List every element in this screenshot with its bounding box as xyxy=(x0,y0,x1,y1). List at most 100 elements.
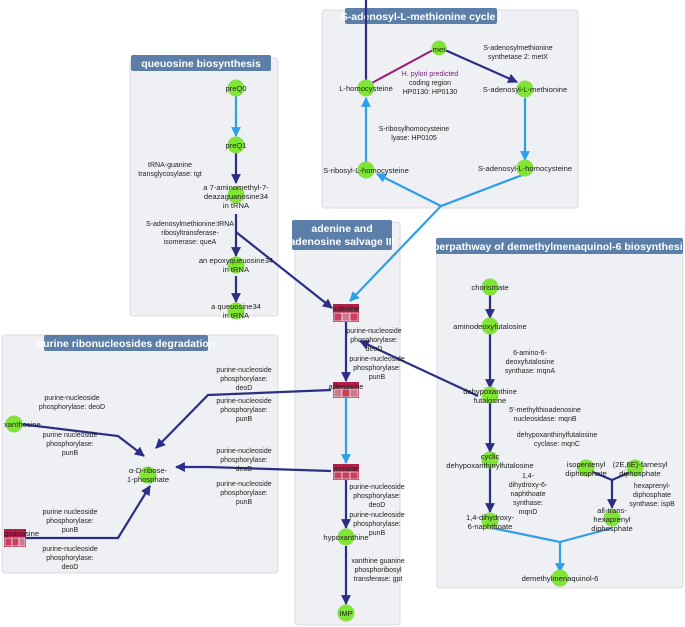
enzyme-hp0130-1: H. pylori predicted xyxy=(402,71,459,78)
node-met[interactable] xyxy=(431,40,447,56)
enzyme-g-punb-1: purine nucleoside xyxy=(43,509,98,516)
label-inosine: inosine xyxy=(334,464,358,473)
enzyme-quea-1: S-adenosylmethionine:tRNA xyxy=(146,221,234,228)
label-dmq: demethylmenaquinol-6 xyxy=(522,574,599,583)
enzyme-mqnd-4: synthase: xyxy=(513,500,543,507)
node-epoxyqueuosine[interactable] xyxy=(227,256,245,274)
enzyme-punb-a-2: phosphorylase: xyxy=(353,365,401,372)
enzyme-i-deod-3: deoD xyxy=(236,466,253,473)
panel-title-queuosine: queuosine biosynthesis xyxy=(141,58,261,70)
node-adenosine[interactable] xyxy=(333,382,359,398)
panel-title-adenine-2: adenosine salvage III xyxy=(289,236,394,248)
label-aminomethyl-2: deazaguanosine34 xyxy=(204,192,268,201)
enzyme-deod-a-1: purine-nucleoside xyxy=(346,328,401,335)
edge-dehypo-adenine xyxy=(359,340,479,397)
node-demethylmenaquinol[interactable] xyxy=(551,569,569,587)
node-queuosine[interactable] xyxy=(227,302,245,320)
node-cyclic-dehypo[interactable] xyxy=(481,451,499,469)
node-dehypoxanthine-futalosine[interactable] xyxy=(481,386,499,404)
node-inosine[interactable] xyxy=(333,464,359,480)
node-chorismate[interactable] xyxy=(481,278,499,296)
enzyme-metx-2: synthetase 2: metX xyxy=(488,54,548,61)
enzyme-i-deod-2: phosphorylase: xyxy=(220,457,268,464)
label-fpp-1: (2E,6E)-farnesyl xyxy=(613,460,668,469)
label-dhn-2: 6-naphthoate xyxy=(468,522,513,531)
enzyme-metx-1: S-adenosylmethionine xyxy=(483,45,552,52)
edge-hpp-dmq xyxy=(559,526,613,544)
enzyme-g-deod-2: phosphorylase: xyxy=(46,555,94,562)
enzyme-r-deod-1: purine-nucleoside xyxy=(216,367,271,374)
panel-sam-cycle: S-adenosyl-L-methionine cycle I xyxy=(321,8,579,209)
node-xanthosine[interactable] xyxy=(5,415,23,433)
enzyme-r-punb-2: phosphorylase: xyxy=(220,407,268,414)
enzyme-gpt-3: transferase: gpt xyxy=(354,576,403,583)
enzyme-g-deod-1: purine-nucleoside xyxy=(42,546,97,553)
panel-title-demethyl: superpathway of demethylmenaquinol-6 bio… xyxy=(421,241,685,253)
edge-quea-adenine xyxy=(235,231,333,309)
label-adenosine: adenosine xyxy=(328,382,363,391)
enzyme-deod-a-3: deoD xyxy=(366,346,383,353)
node-hypoxanthine[interactable] xyxy=(337,528,355,546)
label-dhn-1: 1,4-dihydroxy- xyxy=(466,513,515,522)
enzyme-quea-3: isomerase: queA xyxy=(164,239,217,246)
edge-xanthosine-ribose1p xyxy=(19,422,145,457)
enzyme-deod-b-1: purine-nucleoside xyxy=(349,484,404,491)
node-imp[interactable] xyxy=(337,604,355,622)
node-l-homocysteine[interactable] xyxy=(357,79,375,97)
label-queuosine-2: in tRNA xyxy=(223,311,250,320)
enzyme-mqnb-2: nucleosidase: mqnB xyxy=(513,416,576,423)
enzyme-tgt-1: tRNA-guanine xyxy=(148,162,192,169)
enzyme-mqna-2: deoxyfutalosine xyxy=(506,359,555,366)
node-sah[interactable] xyxy=(516,159,534,177)
node-fpp[interactable] xyxy=(626,459,644,477)
label-hpp-2: hexaprenyl xyxy=(593,515,630,524)
label-adenine: adenine xyxy=(332,304,359,313)
enzyme-hp0130-3: HP0130: HP0130 xyxy=(403,89,458,96)
label-l-homocysteine: L-homocysteine xyxy=(339,84,393,93)
enzyme-gpt-2: phosphoribosyl xyxy=(354,567,402,574)
label-ipp-1: isopentenyl xyxy=(567,460,606,469)
enzyme-i-punb-2: phosphorylase: xyxy=(220,490,268,497)
node-s-ribosyl[interactable] xyxy=(357,161,375,179)
node-aminodeoxyfutalosine[interactable] xyxy=(481,317,499,335)
edge-adenosine-ribose1p xyxy=(155,388,332,449)
edge-sah-adenine xyxy=(349,205,442,302)
node-adenine[interactable] xyxy=(333,304,359,322)
label-hpp-1: all-trans- xyxy=(597,506,627,515)
enzyme-g-punb-3: punB xyxy=(62,527,79,534)
label-preq1: preQ1 xyxy=(225,141,246,150)
enzyme-punb-b-1: purine-nucleoside xyxy=(349,512,404,519)
label-sam: S-adenosyl-L-methionine xyxy=(483,85,567,94)
node-dhn[interactable] xyxy=(481,512,499,530)
label-imp: IMP xyxy=(339,609,353,618)
enzyme-mqnc-2: cyclase: mqnC xyxy=(534,441,580,448)
edge-inosine-ribose1p xyxy=(175,462,332,473)
node-aminomethyl[interactable] xyxy=(227,186,245,204)
node-ribose-1-phosphate[interactable] xyxy=(139,466,157,484)
node-preq0[interactable] xyxy=(227,79,245,97)
node-guanosine[interactable] xyxy=(4,529,26,547)
label-epoxy-2: in tRNA xyxy=(223,265,250,274)
panel-adenine-salvage: adenine and adenosine salvage III xyxy=(289,220,401,626)
node-sam[interactable] xyxy=(516,80,534,98)
panel-title-sam: S-adenosyl-L-methionine cycle I xyxy=(341,11,502,23)
node-hexaprenyl[interactable] xyxy=(603,509,621,527)
panel-queuosine: queuosine biosynthesis xyxy=(129,55,279,317)
label-ribose1p-2: 1-phosphate xyxy=(127,475,169,484)
enzyme-x-punb-3: punB xyxy=(62,450,79,457)
label-dehypo-2: futalosine xyxy=(474,396,507,405)
enzyme-punb-a-1: purine-nucleoside xyxy=(349,356,404,363)
label-xanthosine: xanthosine xyxy=(4,420,41,429)
enzyme-x-deod-1: purine-nucleoside xyxy=(44,395,99,402)
enzyme-r-punb-1: purine-nucleoside xyxy=(216,398,271,405)
label-preq0: preQ0 xyxy=(225,84,246,93)
panel-title-purine: purine ribonucleosides degradation xyxy=(37,338,216,350)
enzyme-quea-2: ribosyltransferase- xyxy=(161,230,219,237)
node-ipp[interactable] xyxy=(577,459,595,477)
node-preq1[interactable] xyxy=(227,136,245,154)
enzyme-mqnd-3: naphthoate xyxy=(510,491,545,498)
edge-met-sam xyxy=(444,48,518,84)
label-epoxy-1: an epoxyqueuosine34 xyxy=(199,256,273,265)
enzyme-r-deod-3: deoD xyxy=(236,385,253,392)
